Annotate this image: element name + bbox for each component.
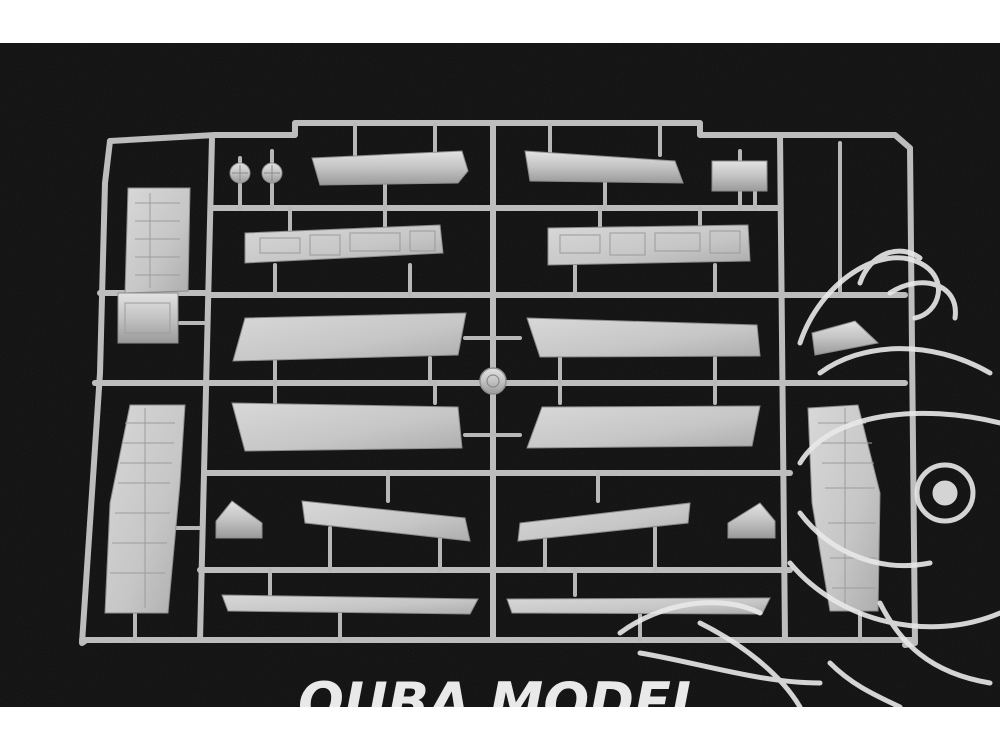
part-canopy-frame-right: [811, 320, 880, 356]
part-top-fairing-left: [311, 150, 469, 186]
part-seat-box-left: [117, 292, 179, 344]
part-top-fairing-right: [524, 150, 684, 184]
part-panel-lower-right: [526, 405, 761, 449]
part-panel-upper-right: [526, 317, 761, 358]
panel-detail-lines: [259, 230, 741, 256]
sprue-photo-svg: QUBA MODEL: [0, 43, 1000, 707]
top-white-band: [0, 0, 1000, 43]
bottom-white-band: [0, 707, 1000, 750]
part-panel-upper-left: [232, 312, 467, 362]
sprue-hub: [479, 367, 507, 395]
part-wing-spar-right: [517, 502, 691, 542]
part-bracket-right: [727, 502, 776, 539]
part-wheels: [229, 162, 283, 184]
product-photo: QUBA MODEL: [0, 43, 1000, 707]
part-bracket-left: [215, 500, 263, 539]
part-fuselage-upper-left: [124, 187, 191, 294]
watermark-mascot-icon: [617, 248, 1000, 707]
part-strip-left: [221, 594, 479, 615]
part-small-bracket-top: [711, 160, 768, 192]
part-wing-spar-left: [301, 500, 471, 542]
sprue-gates: [133, 123, 862, 642]
part-panel-lower-left: [231, 402, 463, 452]
fuselage-detail-lines: [110, 193, 876, 608]
sprue-frame: [79, 120, 918, 648]
watermark-text: QUBA MODEL: [298, 671, 705, 707]
